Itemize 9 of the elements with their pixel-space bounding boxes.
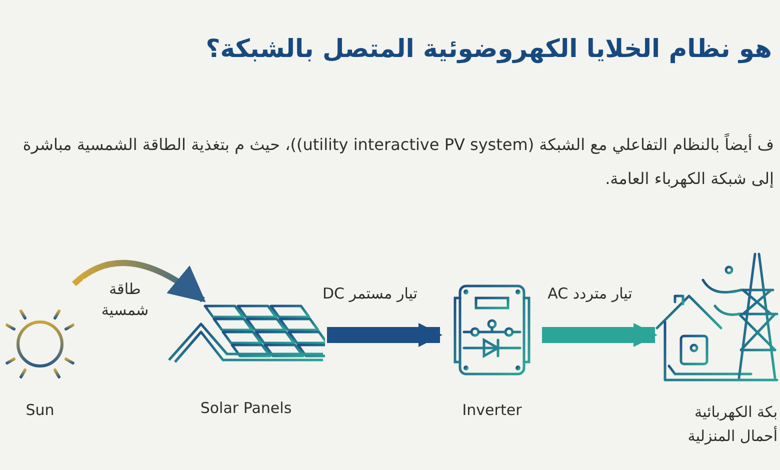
arrow [542, 323, 658, 347]
node-label: Inverter [462, 400, 522, 421]
node-label: Sun [26, 400, 54, 421]
arrow [72, 260, 206, 302]
arrow [327, 323, 442, 347]
node-label: Solar Panels [200, 398, 292, 419]
node-label: بكة الكهربائية أحمال المنزلية [686, 402, 778, 447]
description-paragraph: ف أيضاً بالنظام التفاعلي مع الشبكة (utility interactive PV system))، حيث م بتغذية الطاقة الشمسية مباشرة إلى شبكة الكهرباء العامة. [22, 132, 774, 190]
diagram-title: هو نظام الخلايا الكهروضوئية المتصل بالشبكة؟ [206, 34, 772, 63]
